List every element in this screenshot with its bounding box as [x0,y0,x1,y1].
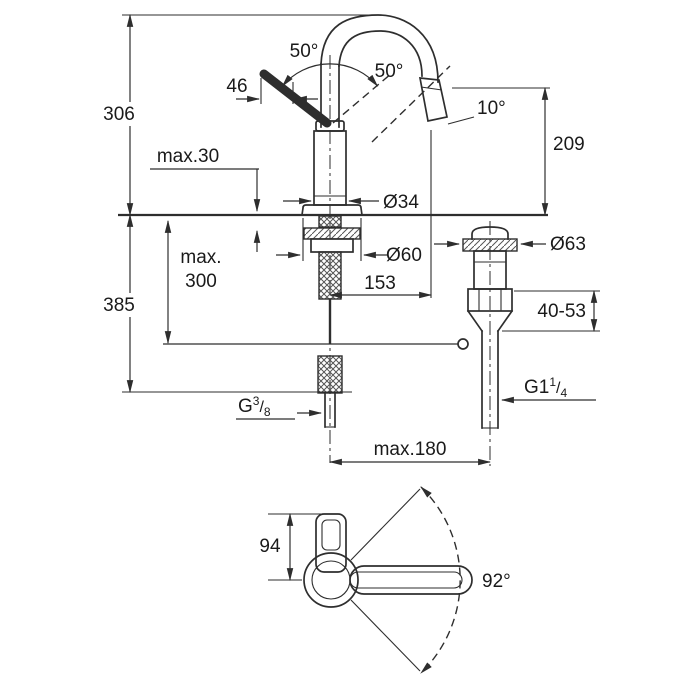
label-mask [96,293,143,317]
label-max: max. [180,247,221,268]
faucet-lever [259,63,393,128]
dim-max30: max.30 [150,146,261,252]
drain-plug-cap [471,226,509,240]
plan-view: 94 92° [259,486,511,674]
dim-94: 94 [259,512,336,582]
thread-sub: 8 [264,405,271,419]
faucet-spout [320,14,451,143]
dim-max180: max.180 [328,439,492,466]
dim-10deg: 10° [447,98,506,125]
thread-slash: / [259,399,264,416]
dim-50-left: 50° [290,41,319,62]
dim-153: 153 [328,130,433,299]
aerator-joint-line [420,86,443,91]
spout-inner-curve [338,30,423,77]
mounting-hardware [163,215,469,428]
escutcheon-base [301,204,363,216]
label-max30: max.30 [157,146,219,167]
label-306: 306 [103,104,135,125]
dim-306: 306 [96,13,378,217]
label-mask [96,102,143,126]
dim-40-53: 40-53 [502,289,600,333]
dim-g3-8: G3/8 [236,394,323,420]
label-10deg: 10° [477,98,506,119]
label-46: 46 [226,76,247,97]
aerator [418,77,449,123]
drain-nut [467,288,513,312]
supply-connector-block [317,355,343,394]
elevation-view: 306 385 max.30 max. 300 [96,13,600,466]
label-dia63: Ø63 [550,234,586,255]
mounting-washer [303,227,361,240]
label-209: 209 [553,134,585,155]
plan-body-outer-circle [303,552,359,608]
dimensions-elevation: 306 385 max.30 max. 300 [96,13,600,466]
plan-lever-inner [321,519,341,551]
drain-taper-left [466,309,484,333]
shank-upper [318,215,342,228]
plan-lever-outer [315,513,347,573]
thread-base: G [238,396,253,417]
dim-dia63: Ø63 [434,234,586,255]
label-g1-1-4: G11/4 [524,375,568,400]
drain-flange [462,238,518,252]
thread-sup: 3 [253,394,260,408]
drain-assembly [462,226,518,429]
leader-line [447,116,475,125]
dim-dia60: Ø60 [276,218,422,266]
label-dia60: Ø60 [386,245,422,266]
label-153: 153 [364,273,396,294]
faucet-body [301,63,363,216]
mounting-nut [310,238,354,253]
stream-axis-dash-line [371,65,451,143]
threaded-shank [318,251,342,300]
drain-taper-right [496,309,514,333]
rod-ball-joint [457,338,469,350]
spout-outer-curve [320,14,439,83]
label-g3-8: G3/8 [238,394,271,419]
plan-body-inner-circle [311,560,351,600]
thread-base: G1 [524,377,549,398]
plan-spout-inner [349,571,463,589]
label-385: 385 [103,295,135,316]
swivel-limit-upper [350,488,421,561]
dim-209: 209 [452,86,585,217]
lever-swing-arc [281,63,379,87]
dim-g1-1-4: G11/4 [500,375,596,404]
label-92deg: 92° [482,571,511,592]
label-40-53: 40-53 [537,301,586,322]
swivel-limit-lower [350,599,421,672]
thread-slash: / [556,380,561,397]
label-50-right: 50° [375,61,404,82]
dim-385: 385 [96,213,352,394]
thread-sub: 4 [561,386,568,400]
thread-sup: 1 [549,375,556,389]
label-max180: max.180 [374,439,447,460]
swivel-arc [420,486,461,674]
dim-max300: max. 300 [164,219,222,345]
label-50-left: 50° [290,41,319,62]
dim-92deg: 92° [482,571,511,592]
dim-50-right: 50° [375,61,404,82]
plan-spout-outer [349,565,473,595]
dim-46: 46 [226,76,318,104]
label-dia34: Ø34 [383,192,419,213]
label-300: 300 [185,271,217,292]
dim-dia34: Ø34 [283,192,419,213]
label-94: 94 [259,536,281,557]
